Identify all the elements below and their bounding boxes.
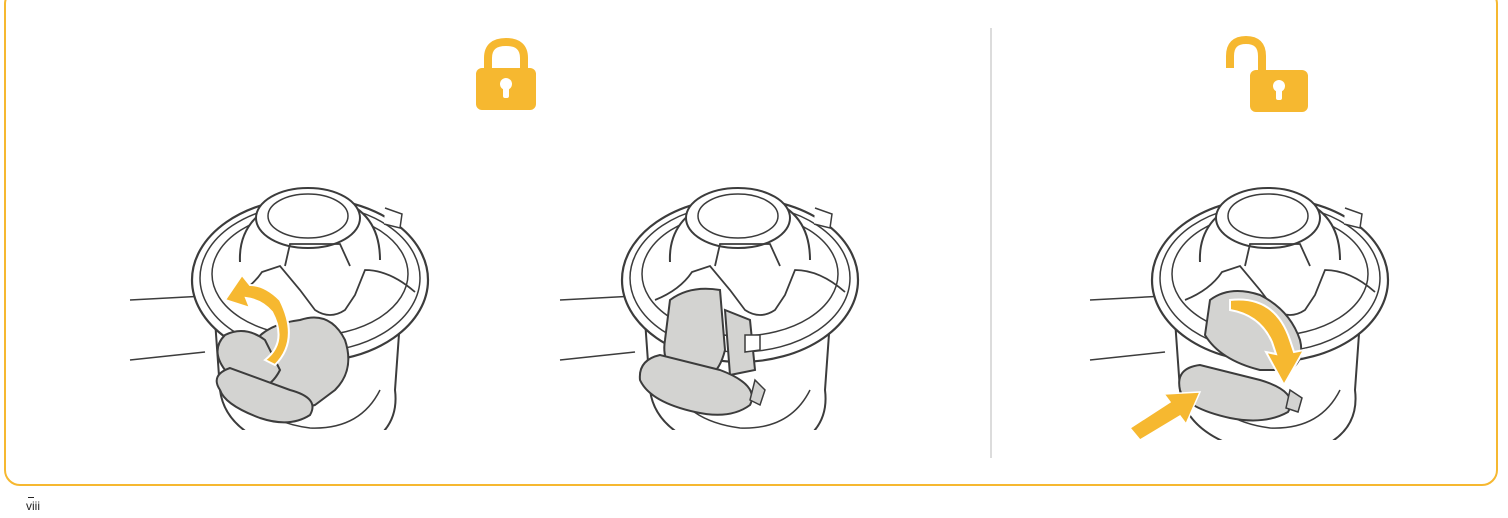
page-number-text: viii [26, 499, 40, 513]
regulator-illustration-unlock-step [1070, 140, 1410, 440]
page-number-rule [28, 497, 34, 498]
section-divider [990, 28, 992, 458]
padlock-closed-icon [474, 38, 538, 112]
page-number: viii [26, 497, 40, 512]
regulator-illustration-lock-step-2 [540, 140, 880, 430]
padlock-open-icon [1226, 34, 1310, 114]
push-arrow [1130, 392, 1200, 440]
regulator-illustration-lock-step-1 [110, 140, 450, 430]
